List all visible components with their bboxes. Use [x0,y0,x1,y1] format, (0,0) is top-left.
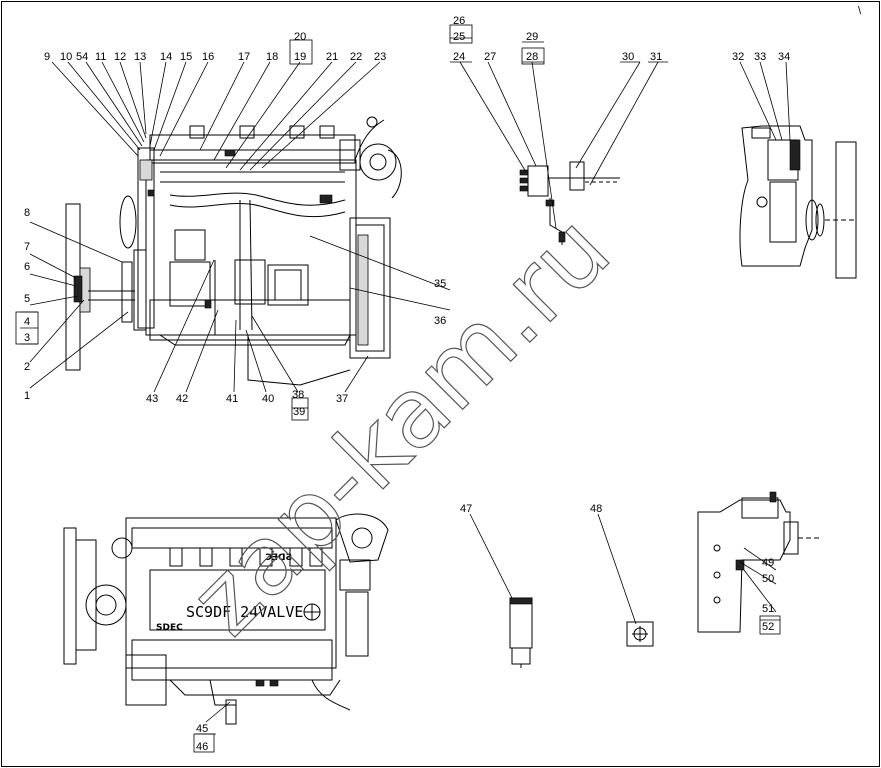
callout-30: 30 [622,51,634,63]
callout-47: 47 [460,503,472,515]
engine-top-view: SC9DF 24VALVE SDEC SDEC [63,513,389,725]
callout-4: 4 [24,316,30,328]
callout-43: 43 [146,393,158,405]
engine-side-view [65,116,402,386]
callout-34: 34 [778,51,790,63]
callout-2: 2 [24,361,30,373]
callout-28: 28 [526,51,538,63]
callout-29: 29 [526,31,538,43]
callout-52: 52 [762,621,774,633]
callout-25: 25 [453,31,465,43]
callout-8: 8 [24,207,30,219]
callout-boxes [15,24,781,753]
callout-3: 3 [24,332,30,344]
callout-19: 19 [294,51,306,63]
callout-6: 6 [24,261,30,273]
callout-15: 15 [180,51,192,63]
fuel-filter-detail [509,597,533,668]
engine-maker-text: SDEC [156,623,183,633]
callout-17: 17 [238,51,250,63]
callout-18: 18 [266,51,278,63]
callout-5: 5 [24,293,30,305]
callout-32: 32 [732,51,744,63]
callout-10: 10 [60,51,72,63]
fuel-line-detail [519,161,620,245]
callout-26: 26 [453,15,465,27]
callout-38: 38 [292,389,304,401]
callout-21: 21 [326,51,338,63]
callout-54: 54 [76,51,88,63]
callout-12: 12 [114,51,126,63]
engine-maker-mirrored-text: SDEC [265,553,292,563]
callout-1: 1 [24,390,30,402]
callout-7: 7 [24,241,30,253]
callout-14: 14 [160,51,172,63]
engine-model-text: SC9DF 24VALVE [186,603,303,621]
callout-45: 45 [196,723,208,735]
callout-27: 27 [484,51,496,63]
callout-50: 50 [762,573,774,585]
sensor-detail [626,621,654,647]
callout-37: 37 [336,393,348,405]
callout-13: 13 [134,51,146,63]
callout-35: 35 [434,278,446,290]
callout-41: 41 [226,393,238,405]
engine-rear-view [739,125,857,279]
callout-51: 51 [762,603,774,615]
callout-31: 31 [650,51,662,63]
bracket-detail [697,491,820,633]
callout-42: 42 [176,393,188,405]
callout-33: 33 [754,51,766,63]
callout-16: 16 [202,51,214,63]
callout-39: 39 [293,406,305,418]
callout-9: 9 [44,51,50,63]
watermark: zap-kam.ru [169,194,631,656]
callout-labels: 9 10 54 11 12 13 14 15 16 17 18 20 19 21… [24,15,790,753]
callout-49: 49 [762,557,774,569]
callout-46: 46 [196,741,208,753]
callout-36: 36 [434,315,446,327]
callout-22: 22 [350,51,362,63]
callout-48: 48 [590,503,602,515]
callout-11: 11 [95,51,106,63]
callout-23: 23 [374,51,386,63]
corner-mark: \ [858,5,862,17]
callout-40: 40 [262,393,274,405]
callout-24: 24 [453,51,465,63]
callout-20: 20 [294,31,306,43]
